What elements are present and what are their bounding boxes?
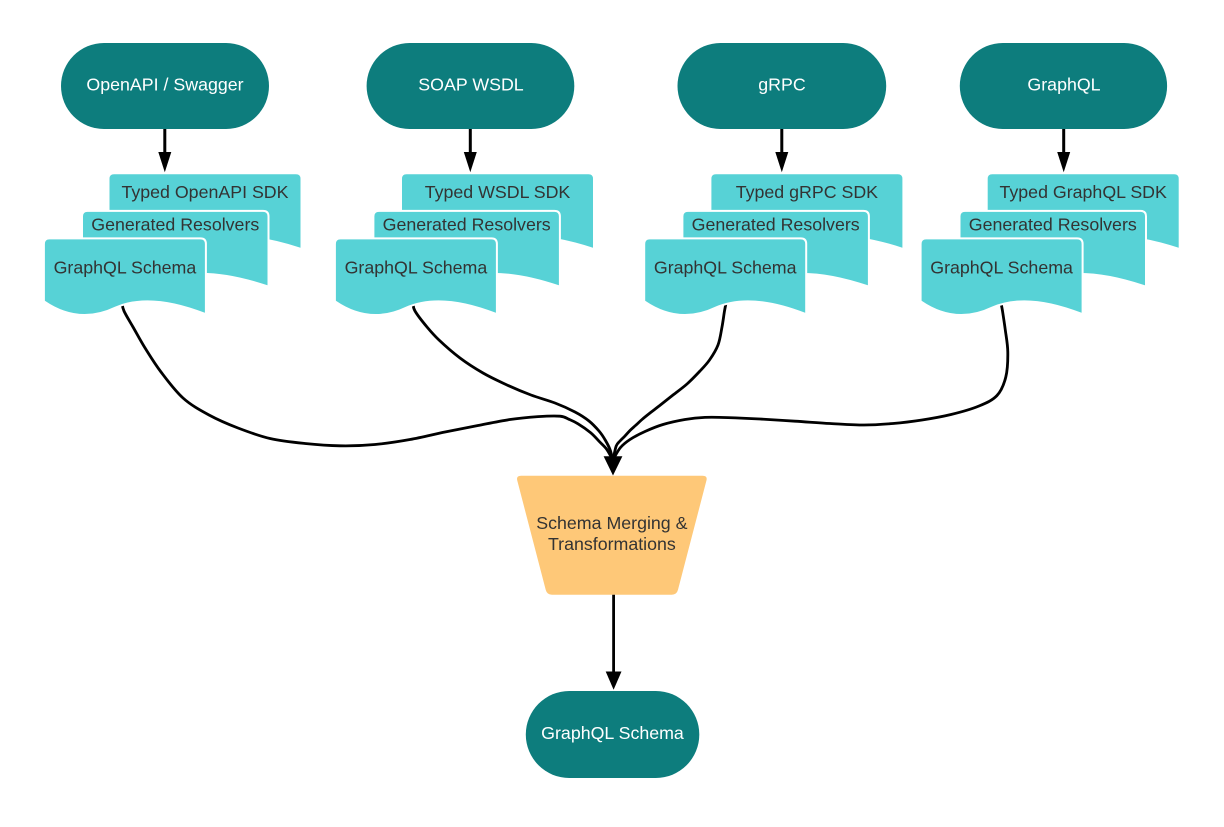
- svg-text:Generated Resolvers: Generated Resolvers: [692, 215, 860, 235]
- svg-text:GraphQL Schema: GraphQL Schema: [541, 723, 684, 743]
- svg-text:GraphQL: GraphQL: [1027, 75, 1100, 95]
- svg-text:OpenAPI / Swagger: OpenAPI / Swagger: [86, 75, 243, 95]
- svg-text:Generated Resolvers: Generated Resolvers: [383, 215, 551, 235]
- svg-text:Typed gRPC SDK: Typed gRPC SDK: [736, 182, 878, 202]
- svg-text:GraphQL Schema: GraphQL Schema: [930, 257, 1073, 277]
- svg-text:Typed WSDL SDK: Typed WSDL SDK: [425, 182, 571, 202]
- svg-text:Typed GraphQL SDK: Typed GraphQL SDK: [1000, 182, 1167, 202]
- svg-text:GraphQL Schema: GraphQL Schema: [654, 257, 797, 277]
- svg-text:SOAP WSDL: SOAP WSDL: [418, 75, 524, 95]
- svg-text:Transformations: Transformations: [548, 534, 676, 554]
- svg-text:Generated Resolvers: Generated Resolvers: [91, 215, 259, 235]
- svg-text:GraphQL Schema: GraphQL Schema: [54, 257, 197, 277]
- svg-text:Typed OpenAPI SDK: Typed OpenAPI SDK: [121, 182, 288, 202]
- svg-text:GraphQL Schema: GraphQL Schema: [345, 257, 488, 277]
- svg-text:gRPC: gRPC: [758, 75, 806, 95]
- svg-text:Generated Resolvers: Generated Resolvers: [969, 215, 1137, 235]
- svg-text:Schema Merging &: Schema Merging &: [536, 513, 687, 533]
